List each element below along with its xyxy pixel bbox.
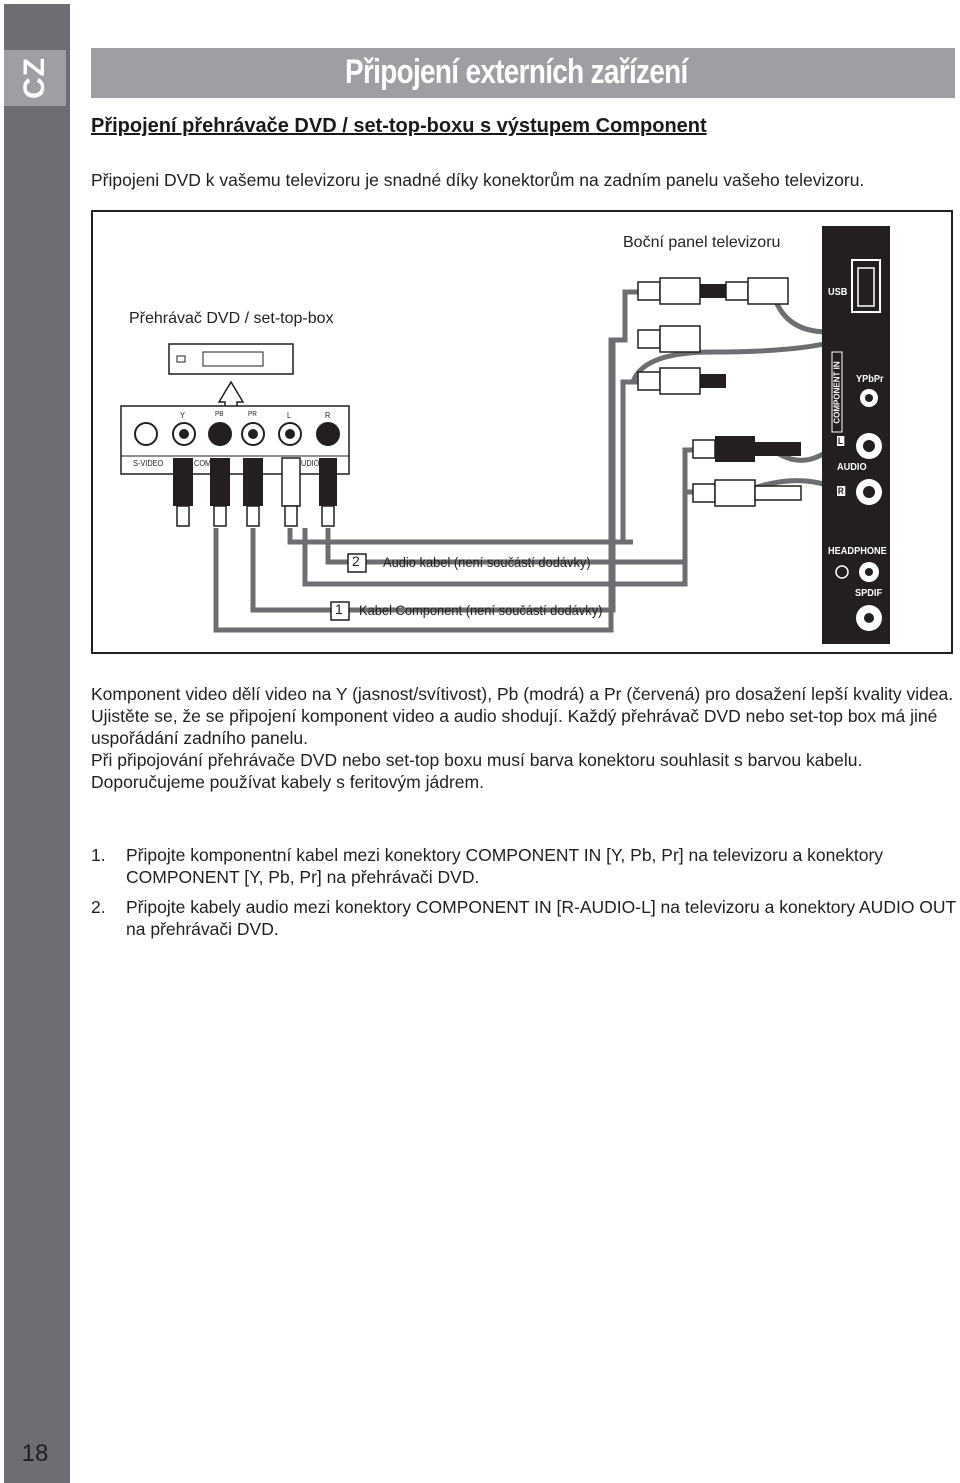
tv-l-label: L [837, 436, 844, 446]
step-text: Připojte kabely audio mezi konektory COM… [126, 897, 956, 939]
page-number: 18 [21, 1440, 49, 1467]
body-paragraph-2: Ujistěte se, že se připojení komponent v… [91, 706, 938, 748]
page-title: Připojení externích zařízení [345, 53, 688, 91]
dvd-plugs [173, 457, 337, 527]
tv-side-panel [822, 226, 890, 644]
dvd-svideo-label: S-VIDEO [133, 459, 164, 468]
body-text: Komponent video dělí video na Y (jasnost… [91, 683, 957, 793]
cable1-label: Kabel Component (není součástí dodávky) [359, 602, 603, 618]
title-bar: Připojení externích zařízení [91, 48, 955, 98]
cable1-number: 1 [335, 601, 343, 617]
cable2-box [347, 553, 367, 573]
component-cable-1 [213, 289, 638, 633]
dvd-jack-pr: PR [248, 411, 257, 418]
cable2-number: 2 [352, 553, 360, 569]
audio-cable-r [325, 528, 683, 565]
cables [213, 289, 835, 633]
step-text: Připojte komponentní kabel mezi konektor… [126, 845, 884, 887]
dvd-jack-l: L [287, 411, 292, 420]
tv-headphone-label: HEADPHONE [828, 546, 887, 557]
tv-usb-label: USB [828, 287, 848, 298]
tv-ci-card-label: CI CARD [810, 357, 820, 396]
dvd-jack-y: Y [180, 411, 185, 420]
step-number: 2. [91, 897, 106, 917]
cable2-label: Audio kabel (není součástí dodávky) [383, 554, 591, 570]
body-paragraph-1: Komponent video dělí video na Y (jasnost… [91, 684, 954, 704]
tv-component-in-label: COMPONENT IN [832, 361, 842, 424]
dvd-component-label: COMP [194, 459, 217, 468]
language-tab: CZ [4, 50, 66, 106]
tv-spdif-label: SPDIF [855, 588, 883, 599]
step-number: 1. [91, 845, 106, 865]
tv-r-label: R [837, 486, 845, 496]
language-code: CZ [18, 57, 51, 99]
body-paragraph-3: Při připojování přehrávače DVD nebo set-… [91, 750, 863, 770]
diagram-drawing [120, 226, 890, 644]
tv-plugs [637, 277, 802, 507]
section-subtitle: Připojení přehrávače DVD / set-top-boxu … [91, 115, 707, 137]
dvd-label: Přehrávač DVD / set-top-box [129, 310, 334, 327]
connection-diagram: Boční panel televizoru Přehrávač DVD / s… [91, 210, 953, 654]
cable1-box [330, 601, 350, 621]
component-cable-2 [250, 342, 616, 613]
dvd-jack-r: R [325, 411, 331, 420]
dvd-player [168, 343, 294, 409]
dvd-back-panel [120, 405, 350, 475]
step-item: 2. Připojte kabely audio mezi konektory … [91, 896, 957, 940]
step-item: 1. Připojte komponentní kabel mezi konek… [91, 844, 957, 888]
tv-cable-mid [623, 339, 834, 385]
dvd-jack-pb: PB [215, 411, 224, 418]
sidebar [4, 4, 70, 1483]
tv-panel-label: Boční panel televizoru [623, 234, 781, 251]
dvd-audio-out-label: UDIO O [301, 459, 328, 468]
steps-list: 1. Připojte komponentní kabel mezi konek… [91, 844, 957, 948]
intro-text: Připojeni DVD k vašemu televizoru je sna… [91, 170, 865, 190]
body-paragraph-4: Doporučujeme používat kabely s feritovým… [91, 772, 484, 792]
tv-ypbpr-label: YPbPr [856, 374, 884, 385]
tv-audio-label: AUDIO [837, 462, 867, 473]
